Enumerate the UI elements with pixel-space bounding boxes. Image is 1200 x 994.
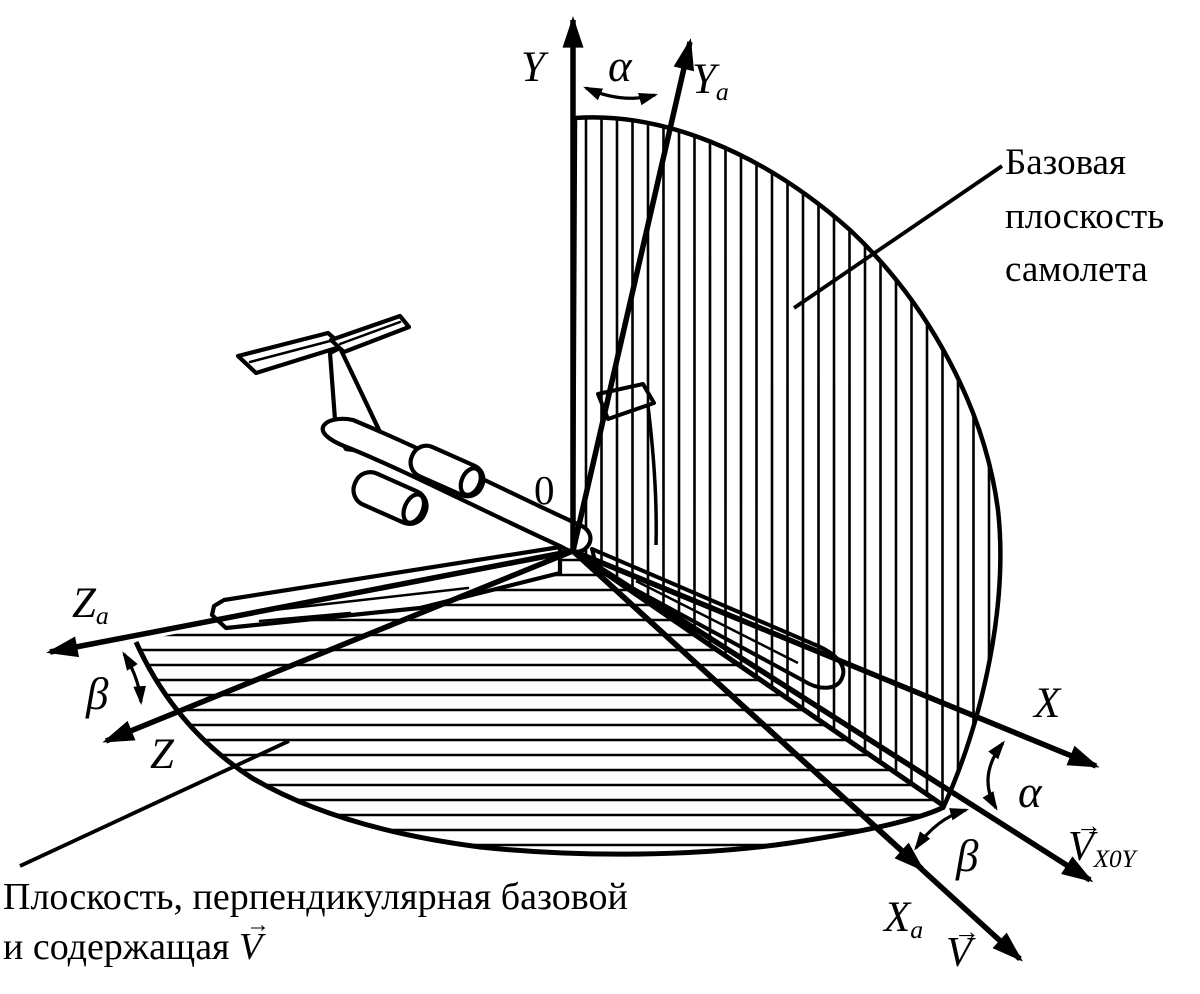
xa-axis-label: Xa — [884, 894, 924, 945]
axes — [46, 16, 1100, 962]
angle-arcs — [122, 86, 1005, 851]
za-axis — [46, 548, 574, 658]
alpha-right-arc — [982, 740, 1005, 811]
perp-plane-callout-line2: и содержащая V→ — [3, 912, 270, 969]
z-axis-label: Z — [150, 731, 174, 778]
base-plane-hatching — [584, 117, 991, 806]
base-plane-callout: Базовая плоскость самолета — [1005, 136, 1164, 297]
stabilizer-left — [235, 330, 346, 376]
alpha-right-label: α — [1018, 767, 1042, 817]
v-vector — [571, 548, 1023, 962]
perp-plane-callout-line1: Плоскость, перпендикулярная базовой — [3, 876, 628, 918]
leader-lines — [19, 164, 1004, 868]
base-plane-callout-line3: самолета — [1005, 249, 1148, 291]
left-wing-aileron-line — [258, 611, 352, 623]
base-plane-callout-line2: плоскость — [1005, 195, 1165, 237]
za-axis-label: Za — [72, 580, 109, 631]
x-axis-label: X — [1034, 680, 1061, 727]
beta-left-arc — [122, 651, 146, 706]
beta-right-arc — [914, 808, 970, 851]
leader-perp-plane — [19, 739, 290, 868]
z-axis — [102, 548, 575, 744]
vector-arrow-icon: → — [246, 912, 270, 939]
vxoy-vector-label: V→X0Y — [1068, 810, 1136, 874]
vector-arrow-icon: → — [1075, 810, 1102, 840]
stabilizer-left-inner-line — [248, 339, 332, 364]
v-vector-label: V→ — [946, 916, 980, 976]
perp-plane-boundary — [133, 640, 946, 857]
base-plane-outline — [570, 115, 1003, 810]
ya-axis — [570, 38, 695, 552]
base-plane-callout-line1: Базовая — [1005, 142, 1126, 183]
aft-fuselage-line — [646, 405, 658, 546]
beta-left-label: β — [86, 669, 109, 719]
origin-label: 0 — [534, 467, 555, 513]
y-axis-label: Y — [521, 44, 545, 91]
right-wing — [590, 547, 846, 690]
ya-axis-label: Ya — [692, 56, 729, 107]
stabilizer-right-inner-line — [338, 320, 402, 346]
engine-nacelle-near — [351, 470, 429, 526]
x-axis — [571, 548, 1100, 769]
perp-plane-callout: Плоскость, перпендикулярная базовой и со… — [3, 872, 628, 972]
alpha-top-arc — [583, 86, 659, 106]
vxoy-vector — [571, 548, 1094, 883]
alpha-top-label: α — [608, 41, 632, 91]
leader-base-plane — [792, 164, 1004, 310]
engine-nacelle-far — [408, 443, 486, 499]
beta-right-label: β — [956, 831, 979, 881]
vector-arrow-icon: → — [953, 916, 980, 946]
